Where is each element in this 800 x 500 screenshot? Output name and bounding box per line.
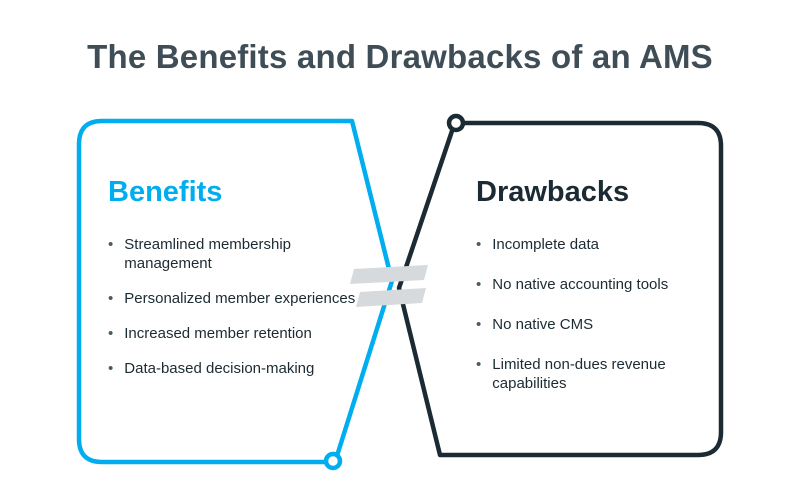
list-item-text: Incomplete data (492, 236, 600, 253)
list-item: • Personalized member experiences (108, 289, 358, 308)
bullet-icon: • (108, 325, 114, 342)
list-item-text: Streamlined membership management (124, 236, 292, 272)
benefits-list: • Streamlined membership management • Perso… (108, 235, 358, 378)
drawbacks-endpoint-dot (446, 113, 466, 133)
list-item-text: Data-based decision-making (124, 360, 315, 377)
benefits-panel: Benefits • Streamlined membership managem… (108, 176, 358, 394)
list-item-text: Personalized member experiences (124, 290, 356, 307)
bullet-icon: • (476, 316, 482, 333)
divider-bar-bottom (356, 288, 426, 307)
list-item: • Incomplete data (476, 235, 726, 254)
list-item-text: No native accounting tools (492, 276, 669, 293)
list-item: • No native CMS (476, 315, 726, 334)
benefits-heading: Benefits (108, 176, 223, 208)
bullet-icon: • (476, 236, 482, 253)
list-item: • Streamlined membership management (108, 235, 358, 273)
drawbacks-list: • Incomplete data • No native accounting to… (476, 235, 726, 393)
drawbacks-panel-outline (396, 120, 724, 458)
page-title: The Benefits and Drawbacks of an AMS (87, 38, 713, 75)
drawbacks-heading: Drawbacks (476, 176, 630, 208)
bullet-icon: • (108, 290, 114, 307)
drawbacks-panel: Drawbacks • Incomplete data • No native acc… (476, 176, 726, 414)
bullet-icon: • (476, 276, 482, 293)
bullet-icon: • (108, 360, 114, 377)
list-item: • Data-based decision-making (108, 359, 358, 378)
divider-bar-top (350, 265, 428, 284)
benefits-panel-outline (76, 118, 395, 465)
bullet-icon: • (476, 356, 482, 373)
list-item: • Increased member retention (108, 324, 358, 343)
list-item: • Limited non-dues revenue capabilities (476, 355, 726, 393)
list-item-text: No native CMS (492, 316, 594, 333)
list-item-text: Increased member retention (124, 325, 312, 342)
benefits-endpoint-dot (323, 451, 343, 471)
list-item: • No native accounting tools (476, 275, 726, 294)
bullet-icon: • (108, 236, 114, 253)
list-item-text: Limited non-dues revenue capabilities (492, 356, 666, 392)
